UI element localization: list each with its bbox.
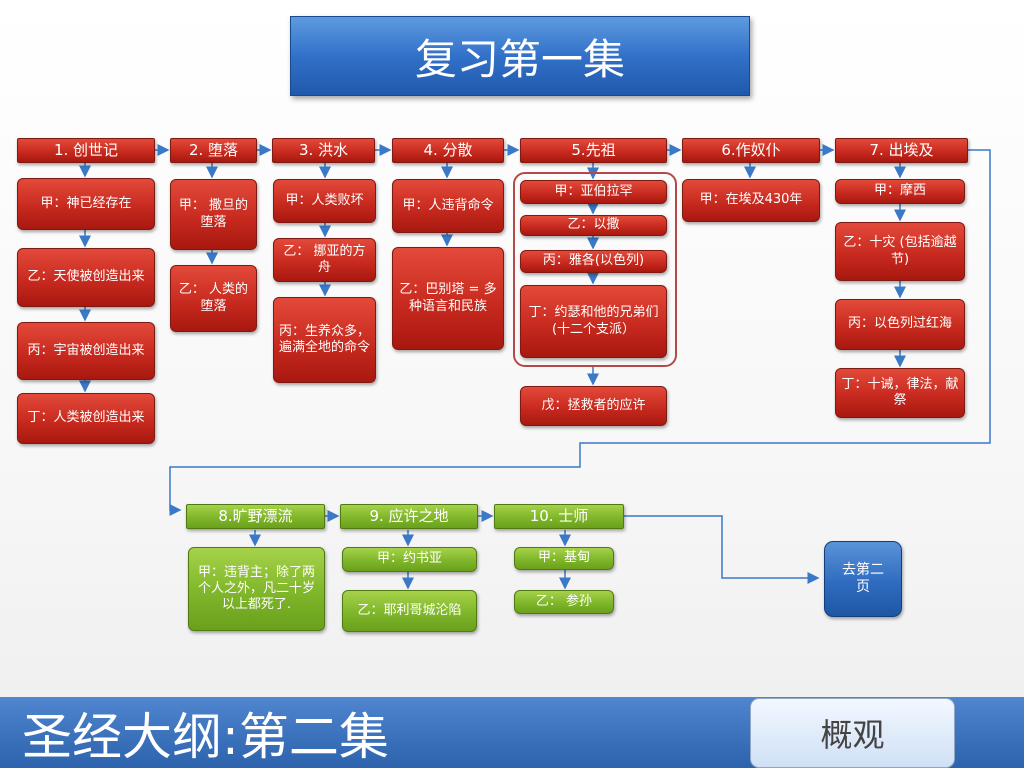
patriarchs-point-4: 丁：约瑟和他的兄弟们(十二个支派） [520,285,667,358]
footer-title: 圣经大纲:第二集 [22,707,389,766]
patriarchs-point-2: 乙：以撒 [520,215,667,236]
step-genesis-header[interactable]: 1. 创世记 [17,138,155,163]
flood-point-1: 甲：人类败坏 [273,179,376,223]
judges-point-2: 乙： 参孙 [514,590,614,614]
step-flood-header[interactable]: 3. 洪水 [272,138,375,163]
exodus-point-2: 乙：十灾 (包括逾越节) [835,222,965,281]
promised-land-point-1: 甲：约书亚 [342,547,477,572]
genesis-point-4: 丁：人类被创造出来 [17,393,155,444]
patriarchs-point-1: 甲：亚伯拉罕 [520,180,667,204]
exodus-point-3: 丙：以色列过红海 [835,299,965,350]
wilderness-point-1: 甲：违背主；除了两个人之外，凡二十岁以上都死了. [188,547,325,631]
genesis-point-1: 甲：神已经存在 [17,178,155,230]
patriarchs-point-3: 丙：雅各(以色列) [520,250,667,273]
genesis-point-2: 乙：天使被创造出来 [17,248,155,307]
slavery-point-1: 甲：在埃及430年 [682,179,820,222]
step-judges-header[interactable]: 10. 士师 [494,504,624,529]
step-exodus-header[interactable]: 7. 出埃及 [835,138,968,163]
step-wilderness-header[interactable]: 8.旷野漂流 [186,504,325,529]
judges-point-1: 甲：基甸 [514,547,614,570]
step-promised-land-header[interactable]: 9. 应许之地 [340,504,478,529]
genesis-point-3: 丙：宇宙被创造出来 [17,322,155,380]
step-slavery-header[interactable]: 6.作奴仆 [682,138,820,163]
page-title: 复习第一集 [290,16,750,96]
step-patriarchs-header[interactable]: 5.先祖 [520,138,667,163]
patriarchs-group-frame [513,172,677,367]
fall-point-1: 甲： 撒旦的堕落 [170,179,257,250]
step-fall-header[interactable]: 2. 堕落 [170,138,257,163]
exodus-point-1: 甲：摩西 [835,179,965,204]
step-dispersion-header[interactable]: 4. 分散 [392,138,504,163]
exodus-point-4: 丁：十诫，律法，献祭 [835,368,965,418]
flood-point-2: 乙： 挪亚的方舟 [273,238,376,282]
overview-button[interactable]: 概观 [750,698,955,768]
flood-point-3: 丙：生养众多，遍满全地的命令 [273,297,376,383]
next-page-button[interactable]: 去第二页 [824,541,902,617]
promised-land-point-2: 乙：耶利哥城沦陷 [342,590,477,632]
dispersion-point-1: 甲：人违背命令 [392,179,504,233]
patriarchs-point-5: 戊：拯救者的应许 [520,386,667,426]
dispersion-point-2: 乙：巴别塔 = 多种语言和民族 [392,247,504,350]
fall-point-2: 乙： 人类的堕落 [170,265,257,332]
